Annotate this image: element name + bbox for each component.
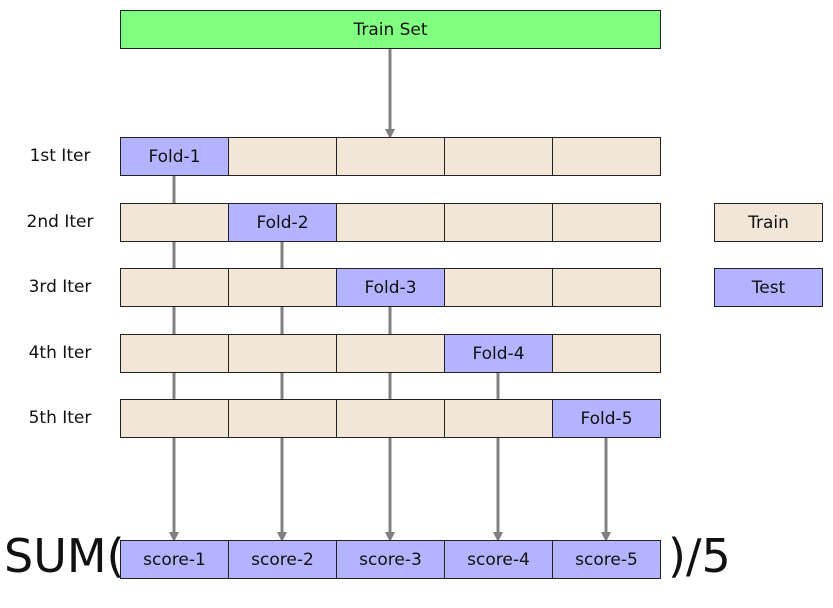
test-fold: Fold-4 <box>444 334 553 373</box>
train-fold <box>444 268 553 307</box>
test-fold: Fold-1 <box>120 137 229 176</box>
train-fold <box>228 268 337 307</box>
test-fold: Fold-2 <box>228 203 337 242</box>
train-fold <box>444 399 553 438</box>
sum-prefix: SUM( <box>4 529 125 583</box>
iteration-row: Fold-1 <box>120 137 661 176</box>
score-cell: score-5 <box>552 540 661 579</box>
iteration-row: Fold-2 <box>120 203 661 242</box>
test-fold: Fold-5 <box>552 399 661 438</box>
sum-suffix: )/5 <box>668 529 731 583</box>
train-fold <box>120 334 229 373</box>
train-fold <box>228 334 337 373</box>
score-row: score-1 score-2 score-3 score-4 score-5 <box>120 540 661 579</box>
train-set-box: Train Set <box>120 10 661 49</box>
iteration-row: Fold-5 <box>120 399 661 438</box>
train-fold <box>444 203 553 242</box>
score-cell: score-4 <box>444 540 553 579</box>
iteration-label: 2nd Iter <box>26 212 94 232</box>
train-fold <box>552 268 661 307</box>
train-fold <box>552 334 661 373</box>
train-fold <box>120 203 229 242</box>
train-fold <box>228 137 337 176</box>
train-fold <box>336 203 445 242</box>
train-fold <box>120 399 229 438</box>
train-fold <box>336 137 445 176</box>
train-fold <box>552 137 661 176</box>
train-fold <box>336 399 445 438</box>
iteration-label: 5th Iter <box>28 408 92 428</box>
score-cell: score-1 <box>120 540 229 579</box>
legend-test: Test <box>714 268 823 307</box>
test-fold: Fold-3 <box>336 268 445 307</box>
train-fold <box>120 268 229 307</box>
iteration-row: Fold-4 <box>120 334 661 373</box>
iteration-label: 1st Iter <box>29 146 91 166</box>
iteration-label: 4th Iter <box>28 343 92 363</box>
score-cell: score-3 <box>336 540 445 579</box>
legend-train: Train <box>714 203 823 242</box>
train-fold <box>228 399 337 438</box>
score-cell: score-2 <box>228 540 337 579</box>
train-fold <box>336 334 445 373</box>
train-fold <box>552 203 661 242</box>
iteration-label: 3rd Iter <box>28 277 92 297</box>
iteration-row: Fold-3 <box>120 268 661 307</box>
train-fold <box>444 137 553 176</box>
